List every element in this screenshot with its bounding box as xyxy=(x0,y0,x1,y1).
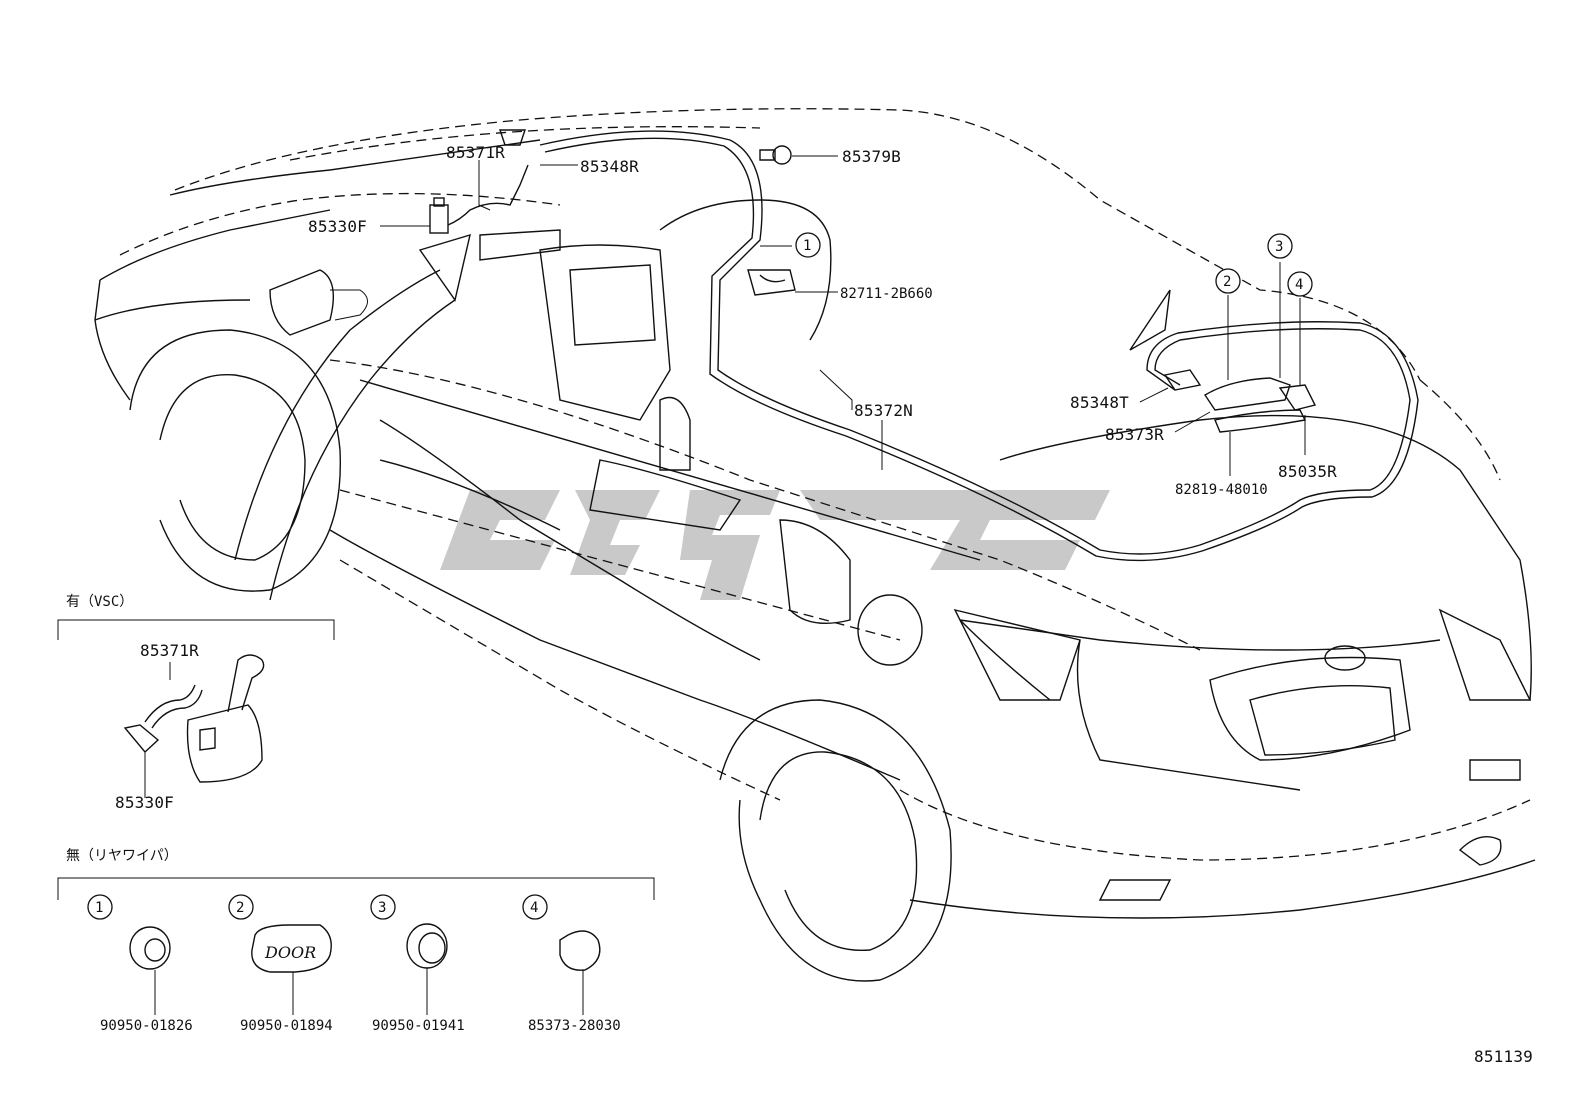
inset-item-2-text: DOOR xyxy=(264,943,316,962)
callout-3: 3 xyxy=(1275,239,1283,255)
watermark-logo xyxy=(440,490,1110,600)
washer-hose xyxy=(539,130,1419,562)
part-85379B-grommet xyxy=(759,145,792,165)
inset-item-1-num: 1 xyxy=(95,900,103,916)
part-82711-clamp xyxy=(747,269,796,296)
label-82819-48010: 82819-48010 xyxy=(1175,482,1268,498)
car-body xyxy=(94,108,1536,982)
label-85372N: 85372N xyxy=(854,401,913,420)
callout-4: 4 xyxy=(1295,277,1303,293)
label-82711-2B660: 82711-2B660 xyxy=(840,286,933,302)
callout-1: 1 xyxy=(803,238,811,254)
inset-vsc-label-hose: 85371R xyxy=(140,641,199,660)
label-85379B: 85379B xyxy=(842,147,901,166)
label-85035R: 85035R xyxy=(1278,462,1337,481)
inset-vsc: 有（VSC） 85371R 85330F xyxy=(57,594,335,812)
pointer-arrow xyxy=(234,233,471,601)
label-85330F: 85330F xyxy=(308,217,367,236)
inset-item-3-part: 90950-01941 xyxy=(372,1018,465,1034)
inset-item-4-part: 85373-28030 xyxy=(528,1018,621,1034)
rear-nozzle-assembly xyxy=(1129,289,1317,433)
label-85348R: 85348R xyxy=(580,157,639,176)
inset-nrw-title: 無（リヤワイパ） xyxy=(66,848,178,864)
inset-vsc-label-pump: 85330F xyxy=(115,793,174,812)
callout-2: 2 xyxy=(1223,274,1231,290)
inset-item-2-num: 2 xyxy=(236,900,244,916)
inset-item-3-num: 3 xyxy=(378,900,386,916)
part-labels: 85371R 85348R 85379B 85330F 82711-2B660 … xyxy=(308,143,1337,498)
callouts: 1 2 3 4 xyxy=(795,232,1313,297)
label-85371R: 85371R xyxy=(446,143,505,162)
inset-item-1-part: 90950-01826 xyxy=(100,1018,193,1034)
inset-no-rear-wiper: 無（リヤワイパ） 1 90950-01826 2 DOOR 90950-0189… xyxy=(57,848,655,1034)
inset-item-4-num: 4 xyxy=(530,900,538,916)
washer-pump xyxy=(429,129,561,261)
leader-lines xyxy=(380,155,1306,476)
diagram-ref-number: 851139 xyxy=(1474,1047,1533,1066)
inset-item-2-part: 90950-01894 xyxy=(240,1018,333,1034)
label-85373R: 85373R xyxy=(1105,425,1164,444)
label-85348T: 85348T xyxy=(1070,393,1129,412)
inset-vsc-title: 有（VSC） xyxy=(66,594,133,610)
